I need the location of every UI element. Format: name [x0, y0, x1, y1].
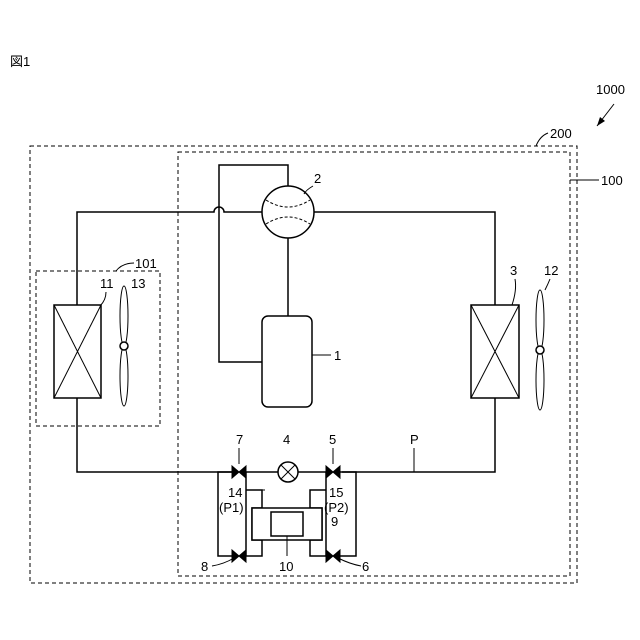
- pipe-bottom-left: [77, 398, 232, 472]
- leader-valve-8: [212, 558, 234, 566]
- label-hx-right: 3: [510, 263, 517, 278]
- label-pipe-14: 14: [228, 485, 242, 500]
- label-sub-unit: 101: [135, 256, 157, 271]
- label-valve-8: 8: [201, 559, 208, 574]
- leader-hx-right: [512, 279, 516, 305]
- label-fan-right: 12: [544, 263, 558, 278]
- valve-7: [232, 466, 246, 478]
- label-module-10: 10: [279, 559, 293, 574]
- valve-5: [326, 466, 340, 478]
- label-compressor: 1: [334, 348, 341, 363]
- leader-hx-left: [100, 292, 106, 306]
- system-arrowhead: [597, 117, 605, 126]
- pipe-top-right: [314, 212, 495, 305]
- label-pipe-15: 15: [329, 485, 343, 500]
- label-valve-6: 6: [362, 559, 369, 574]
- label-inner-unit: 100: [601, 173, 623, 188]
- fan-left-hub: [120, 342, 128, 350]
- module-10: [271, 512, 303, 536]
- figure-label: 図1: [10, 54, 30, 69]
- leader-sub-unit: [116, 263, 134, 271]
- label-module-9: 9: [331, 514, 338, 529]
- label-p1: (P1): [219, 500, 244, 515]
- label-four-way-valve: 2: [314, 171, 321, 186]
- leader-fan-right: [545, 279, 550, 290]
- leader-valve-6: [338, 558, 361, 566]
- label-hx-left: 11: [100, 276, 114, 291]
- fan-right-blade-top: [536, 290, 544, 350]
- leader-outer-unit: [536, 133, 548, 146]
- label-system: 1000: [596, 82, 625, 97]
- fan-left-blade-top: [120, 286, 128, 346]
- label-outer-unit: 200: [550, 126, 572, 141]
- fan-right-blade-bottom: [536, 350, 544, 410]
- fan-left-blade-bottom: [120, 346, 128, 406]
- valve-8: [232, 550, 246, 562]
- valve-6: [326, 550, 340, 562]
- label-valve-7: 7: [236, 432, 243, 447]
- fan-right-hub: [536, 346, 544, 354]
- compressor: [262, 316, 312, 407]
- label-pipe-p: P: [410, 432, 419, 447]
- label-fan-left: 13: [131, 276, 145, 291]
- label-p2: (P2): [324, 500, 349, 515]
- label-valve-5: 5: [329, 432, 336, 447]
- label-expansion-valve: 4: [283, 432, 290, 447]
- four-way-valve: [262, 186, 314, 238]
